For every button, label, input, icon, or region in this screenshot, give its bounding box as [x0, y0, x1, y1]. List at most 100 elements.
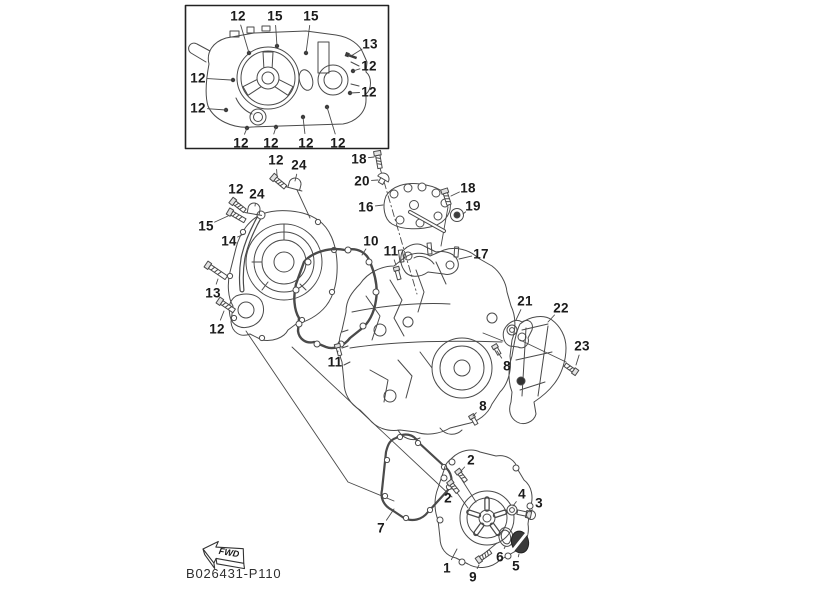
main-callout-22-18: 22 [553, 300, 569, 316]
main-leader-1-29 [450, 548, 458, 561]
main-callout-19-12: 19 [465, 198, 481, 214]
inset-callout-12-8: 12 [233, 135, 249, 151]
main-callout-20-9: 20 [354, 173, 370, 189]
main-callout-16-10: 16 [358, 199, 374, 215]
bracket-21-drawing [502, 319, 533, 349]
main-callout-24-3: 24 [249, 186, 265, 202]
main-leader-3-25 [529, 509, 533, 513]
main-leader-4-24 [512, 501, 517, 507]
main-leader-7-26 [385, 508, 395, 521]
bolt-11-top-drawing [392, 265, 402, 281]
cover-16-drawing [383, 182, 451, 233]
main-callout-12-2: 12 [228, 181, 244, 197]
inset-leader-12-7 [207, 108, 227, 111]
inset-leader-12-10 [302, 116, 306, 135]
bolt-18-top-drawing [373, 149, 383, 170]
inset-callout-12-9: 12 [263, 135, 279, 151]
main-callout-8-20: 8 [503, 358, 511, 374]
inset-callout-15-2: 15 [303, 8, 319, 24]
main-callout-7-26: 7 [377, 520, 385, 536]
inset-callout-13-3: 13 [362, 36, 378, 52]
main-leader-21-17 [515, 309, 522, 321]
bolt-15-drawing [225, 207, 247, 224]
cap-20-drawing [377, 172, 390, 186]
main-leader-2-23 [450, 486, 453, 490]
main-callout-18-8: 18 [351, 151, 367, 167]
inset-callout-12-10: 12 [298, 135, 314, 151]
cover-22-drawing [508, 316, 567, 425]
main-callout-12-7: 12 [209, 321, 225, 337]
main-leader-23-19 [575, 354, 580, 366]
main-leader-18-11 [450, 191, 460, 197]
bolt-8-bottom-drawing [468, 413, 479, 426]
inset-cover-drawing [188, 25, 371, 131]
main-callout-17-13: 17 [473, 246, 489, 262]
inset-box [184, 4, 390, 150]
main-callout-24-1: 24 [291, 157, 307, 173]
bolt-11-left-drawing [333, 342, 343, 357]
bolt-2-top-drawing [454, 467, 468, 483]
inset-callout-15-1: 15 [267, 8, 283, 24]
pipe-14-drawing [238, 210, 266, 293]
inset-leader-12-0 [240, 24, 250, 54]
main-leader-10-14 [361, 248, 367, 256]
main-callout-15-4: 15 [198, 218, 214, 234]
inset-callout-12-0: 12 [230, 8, 246, 24]
bracket-17-drawing [400, 243, 459, 277]
inset-callout-12-5: 12 [361, 84, 377, 100]
inset-leader-12-4 [352, 68, 361, 72]
inset-leader-13-3 [350, 48, 363, 57]
inset-leader-12-11 [326, 106, 336, 135]
main-callout-11-15: 11 [383, 243, 399, 259]
leader-lines [207, 24, 580, 569]
main-leader-2-22 [460, 466, 466, 472]
main-callout-14-5: 14 [221, 233, 237, 249]
bolt-18-right-drawing [440, 187, 452, 206]
main-callout-13-6: 13 [205, 285, 221, 301]
main-leader-12-7 [219, 310, 225, 321]
inset-leader-15-2 [305, 24, 311, 54]
clamp-24-top-drawing [284, 177, 303, 192]
inset-callout-12-4: 12 [361, 58, 377, 74]
main-callout-21-17: 21 [517, 293, 533, 309]
main-leader-19-12 [462, 211, 467, 215]
bolt-12-top-drawing [269, 172, 288, 190]
main-leader-6-27 [503, 546, 506, 549]
main-leader-5-28 [517, 553, 520, 558]
main-leader-14-5 [237, 233, 245, 238]
bolt-2-bottom-drawing [446, 478, 460, 494]
inset-callout-12-7: 12 [190, 100, 206, 116]
seal-5-drawing [510, 530, 530, 554]
main-leader-9-30 [476, 564, 480, 569]
inset-callout-12-6: 12 [190, 70, 206, 86]
main-callout-18-11: 18 [460, 180, 476, 196]
main-leader-22-18 [547, 314, 555, 323]
clamp-24-left-drawing [244, 202, 263, 216]
main-callout-11-16: 11 [327, 354, 343, 370]
main-callout-3-25: 3 [535, 495, 543, 511]
main-callout-23-19: 23 [574, 338, 590, 354]
main-callout-2-22: 2 [467, 452, 475, 468]
bolt-3-drawing [516, 509, 536, 520]
grommet-19-drawing [450, 208, 464, 222]
main-leader-13-6 [215, 278, 219, 285]
inset-leader-12-8 [244, 127, 248, 135]
generator-cover-drawing [434, 449, 534, 568]
fwd-arrow: FWD [202, 540, 246, 570]
inset-leader-12-6 [207, 78, 232, 81]
main-leader-8-21 [472, 412, 477, 417]
washer-4-drawing [506, 504, 518, 516]
main-callout-9-30: 9 [469, 569, 477, 585]
bolt-23-drawing [563, 362, 580, 377]
main-callout-8-21: 8 [479, 398, 487, 414]
main-callout-1-29: 1 [443, 560, 451, 576]
main-leader-11-15 [393, 259, 397, 266]
main-leader-8-20 [496, 350, 503, 359]
main-callout-6-27: 6 [496, 549, 504, 565]
bolt-12-lower-drawing [215, 296, 236, 314]
main-callout-5-28: 5 [512, 558, 520, 574]
main-callout-10-14: 10 [363, 233, 379, 249]
main-callout-4-24: 4 [518, 486, 526, 502]
